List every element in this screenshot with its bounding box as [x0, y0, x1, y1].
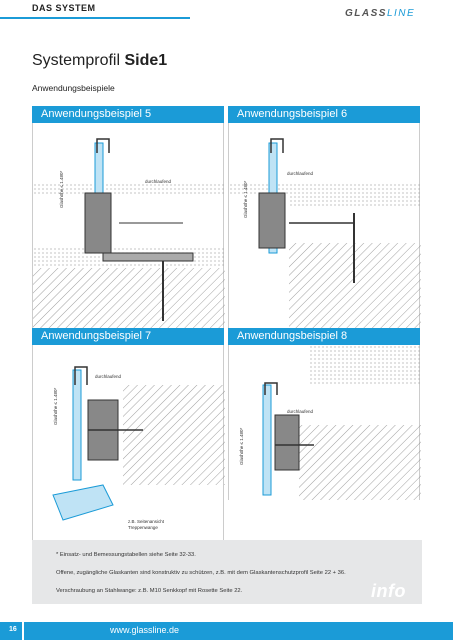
title-light: Systemprofil: [32, 52, 125, 69]
logo-glass-text: GLASS: [345, 8, 387, 19]
panel-title: Anwendungsbeispiel 7: [32, 328, 224, 345]
diagram-7: durchlaufend Glashöhe ≤ 1.480* z.B. Seit…: [32, 345, 225, 540]
height-label: Glashöhe ≤ 1.480*: [239, 428, 244, 465]
example-panel-8: Anwendungsbeispiel 8 durchlaufend Glashö…: [228, 328, 421, 500]
footer-bar: 16 www.glassline.de: [0, 622, 453, 640]
footnote-line-2: Offene, zugängliche Glaskanten sind kons…: [56, 570, 346, 576]
stair-stringer-label: Treppenwange: [128, 525, 158, 530]
section-label: DAS SYSTEM: [32, 3, 96, 13]
note-text: durchlaufend: [287, 171, 314, 176]
footnote-line-3: Verschraubung an Stahlwange: z.B. M10 Se…: [56, 588, 243, 594]
diagram-8: durchlaufend Glashöhe ≤ 1.480*: [228, 345, 421, 500]
height-label: Glashöhe ≤ 1.480*: [243, 181, 248, 218]
footnote-box: * Einsatz- und Bemessungstabellen siehe …: [32, 540, 422, 604]
diagram-5: durchlaufend Glashöhe ≤ 1.480*: [32, 123, 225, 328]
top-bar: DAS SYSTEM GLASSLINE: [0, 0, 453, 20]
footnote-line-1: * Einsatz- und Bemessungstabellen siehe …: [56, 552, 196, 558]
title-bold: Side1: [124, 52, 168, 69]
logo-line-text: LINE: [386, 8, 416, 19]
panel-title: Anwendungsbeispiel 5: [32, 106, 224, 123]
side-view-label: z.B. Seitenansicht: [128, 519, 165, 524]
panel-title: Anwendungsbeispiel 8: [228, 328, 420, 345]
website-link[interactable]: www.glassline.de: [110, 625, 180, 635]
example-panel-6: Anwendungsbeispiel 6 durchlaufend Glashö…: [228, 106, 421, 328]
glassline-logo: GLASSLINE: [345, 8, 415, 19]
panel-title: Anwendungsbeispiel 6: [228, 106, 420, 123]
page-subtitle: Anwendungsbeispiele: [32, 83, 115, 93]
note-text: durchlaufend: [145, 179, 172, 184]
footer-divider: [22, 622, 24, 640]
height-label: Glashöhe ≤ 1.480*: [53, 388, 58, 425]
note-text: durchlaufend: [95, 374, 122, 379]
diagram-6: durchlaufend Glashöhe ≤ 1.480*: [228, 123, 421, 328]
example-panel-5: Anwendungsbeispiel 5 durchlaufend Glashö…: [32, 106, 225, 328]
page-number: 16: [9, 626, 17, 633]
height-label: Glashöhe ≤ 1.480*: [59, 171, 64, 208]
header-rule: [0, 17, 190, 19]
info-badge: info: [371, 581, 406, 601]
note-text: durchlaufend: [287, 409, 314, 414]
page-title: Systemprofil Side1: [32, 52, 167, 70]
example-panel-7: Anwendungsbeispiel 7 durchlaufend Glashö…: [32, 328, 225, 540]
